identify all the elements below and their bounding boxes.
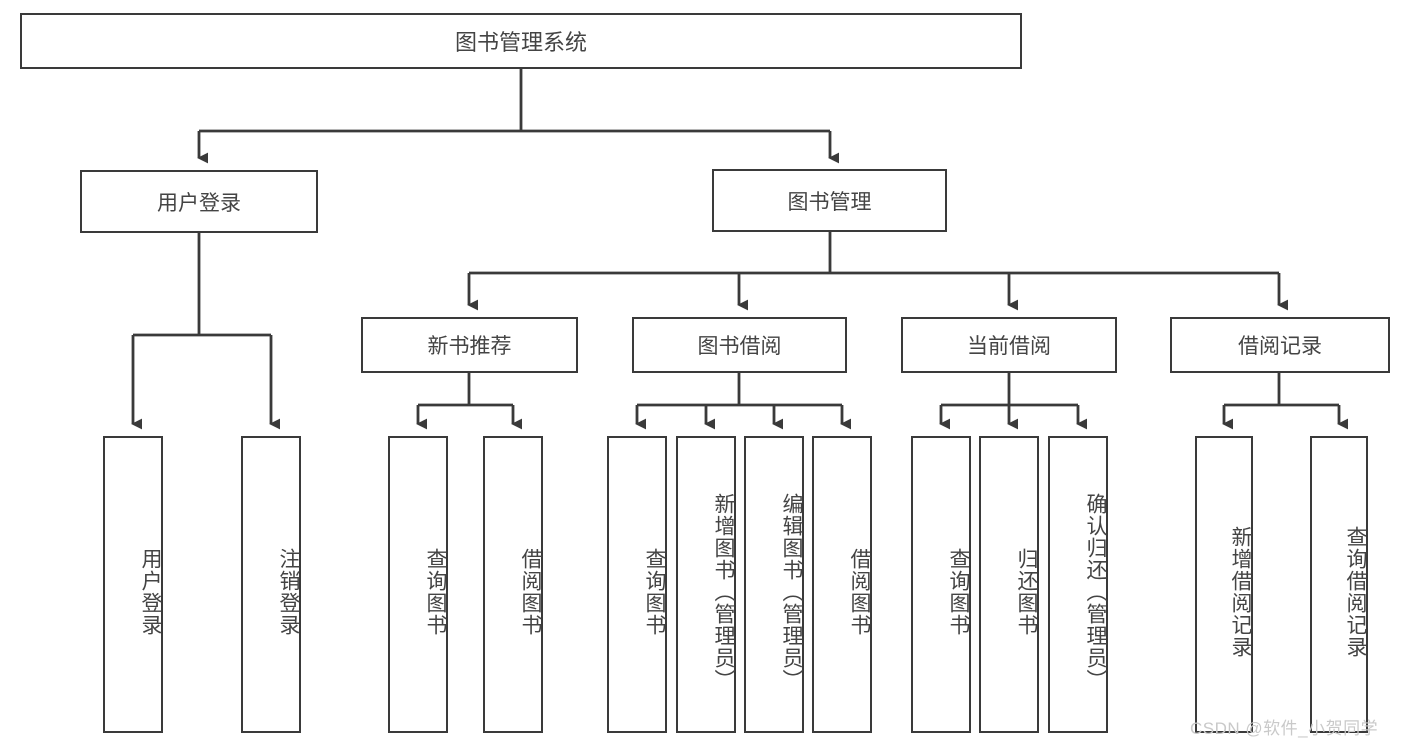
leaf-edit-book[interactable]: 编辑图书（管理员）: [744, 436, 804, 733]
leaf-confirm-return-label: 确认归还（管理员）: [1084, 492, 1107, 691]
node-book-management[interactable]: 图书管理: [712, 169, 947, 232]
leaf-query-book-1-label: 查询图书: [424, 547, 447, 636]
node-new-book-recommend-label: 新书推荐: [427, 335, 512, 358]
node-user-login[interactable]: 用户登录: [80, 170, 318, 233]
node-root[interactable]: 图书管理系统: [20, 13, 1022, 69]
node-new-book-recommend[interactable]: 新书推荐: [361, 317, 578, 373]
node-book-borrow-label: 图书借阅: [697, 335, 782, 358]
leaf-logout-login-label: 注销登录: [277, 547, 300, 636]
leaf-add-borrow-record[interactable]: 新增借阅记录: [1195, 436, 1253, 733]
node-current-borrow[interactable]: 当前借阅: [901, 317, 1117, 373]
leaf-add-book[interactable]: 新增图书（管理员）: [676, 436, 736, 733]
leaf-borrow-book-2-label: 借阅图书: [848, 547, 871, 636]
node-borrow-record-label: 借阅记录: [1238, 335, 1322, 358]
csdn-watermark: CSDN @软件_小贺同学: [1190, 719, 1379, 738]
leaf-return-book[interactable]: 归还图书: [979, 436, 1039, 733]
leaf-edit-book-label: 编辑图书（管理员）: [780, 492, 803, 691]
leaf-query-borrow-record-label: 查询借阅记录: [1344, 525, 1367, 658]
node-book-borrow[interactable]: 图书借阅: [632, 317, 847, 373]
leaf-query-book-3-label: 查询图书: [947, 547, 970, 636]
node-borrow-record[interactable]: 借阅记录: [1170, 317, 1390, 373]
leaf-query-book-1[interactable]: 查询图书: [388, 436, 448, 733]
leaf-query-book-2[interactable]: 查询图书: [607, 436, 667, 733]
leaf-query-borrow-record[interactable]: 查询借阅记录: [1310, 436, 1368, 733]
leaf-confirm-return[interactable]: 确认归还（管理员）: [1048, 436, 1108, 733]
node-user-login-label: 用户登录: [157, 191, 241, 215]
leaf-add-borrow-record-label: 新增借阅记录: [1229, 525, 1252, 658]
leaf-borrow-book-1-label: 借阅图书: [519, 547, 542, 636]
leaf-return-book-label: 归还图书: [1015, 547, 1038, 636]
leaf-query-book-3[interactable]: 查询图书: [911, 436, 971, 733]
leaf-logout-login[interactable]: 注销登录: [241, 436, 301, 733]
node-root-label: 图书管理系统: [454, 30, 587, 55]
leaf-query-book-2-label: 查询图书: [643, 547, 666, 636]
leaf-borrow-book-1[interactable]: 借阅图书: [483, 436, 543, 733]
node-current-borrow-label: 当前借阅: [967, 335, 1051, 358]
leaf-add-book-label: 新增图书（管理员）: [712, 492, 735, 691]
node-book-management-label: 图书管理: [787, 190, 872, 214]
leaf-user-login[interactable]: 用户登录: [103, 436, 163, 733]
leaf-borrow-book-2[interactable]: 借阅图书: [812, 436, 872, 733]
leaf-user-login-label: 用户登录: [139, 547, 162, 636]
